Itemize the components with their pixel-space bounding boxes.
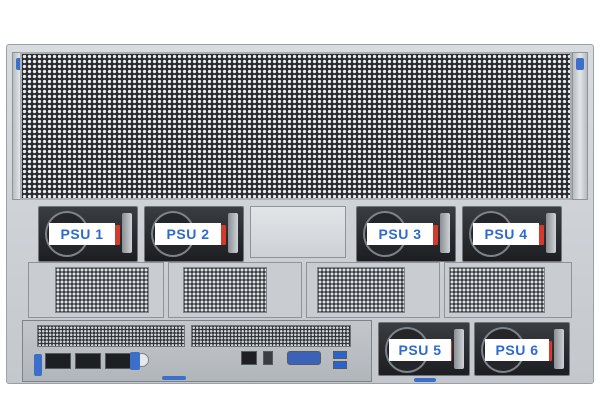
network-port[interactable] (105, 353, 131, 369)
psu-4[interactable]: PSU 4 (462, 206, 562, 262)
vent-bay-3 (306, 262, 440, 318)
psu-label: PSU 3 (367, 223, 433, 245)
psu-handle[interactable] (454, 329, 464, 369)
psu-3[interactable]: PSU 3 (356, 206, 456, 262)
vent-mesh (183, 267, 267, 313)
top-vent-grille (20, 52, 572, 200)
vent-mesh (55, 267, 149, 313)
io-release-tab[interactable] (34, 354, 42, 376)
psu-handle[interactable] (122, 213, 132, 253)
vent-mesh (317, 267, 405, 313)
psu-bottom-handle[interactable] (414, 378, 436, 382)
psu-label: PSU 6 (485, 339, 549, 361)
usb-port[interactable] (263, 351, 273, 365)
usb-port[interactable] (333, 351, 347, 359)
right-rail (572, 52, 588, 200)
psu-5[interactable]: PSU 5 (378, 322, 470, 376)
io-panel (22, 320, 372, 382)
psu-handle[interactable] (546, 213, 556, 253)
psu-label: PSU 2 (155, 223, 221, 245)
psu-handle[interactable] (554, 329, 564, 369)
psu-release-latch[interactable] (546, 341, 552, 361)
right-rail-release-tab[interactable] (576, 58, 584, 70)
vent-bay-2 (168, 262, 302, 318)
blank-filler-panel (250, 206, 346, 258)
vga-port[interactable] (287, 351, 321, 365)
psu-release-latch[interactable] (220, 225, 226, 245)
psu-label: PSU 1 (49, 223, 115, 245)
psu-2[interactable]: PSU 2 (144, 206, 244, 262)
vent-bay-1 (28, 262, 164, 318)
psu-handle[interactable] (228, 213, 238, 253)
pcie-slot-vent (191, 325, 351, 347)
pcie-slot-vent (37, 325, 185, 347)
vent-mesh (449, 267, 545, 313)
io-bottom-handle[interactable] (162, 376, 186, 380)
psu-release-latch[interactable] (538, 225, 544, 245)
usb-port[interactable] (333, 361, 347, 369)
psu-label: PSU 5 (389, 339, 451, 361)
network-port[interactable] (45, 353, 71, 369)
psu-6[interactable]: PSU 6 (474, 322, 570, 376)
psu-label: PSU 4 (473, 223, 539, 245)
psu-handle[interactable] (440, 213, 450, 253)
vent-bay-4 (444, 262, 572, 318)
ethernet-port[interactable] (241, 351, 257, 365)
psu-release-latch[interactable] (114, 225, 120, 245)
io-release-tab[interactable] (130, 352, 140, 370)
network-port[interactable] (75, 353, 101, 369)
psu-1[interactable]: PSU 1 (38, 206, 138, 262)
psu-release-latch[interactable] (432, 225, 438, 245)
